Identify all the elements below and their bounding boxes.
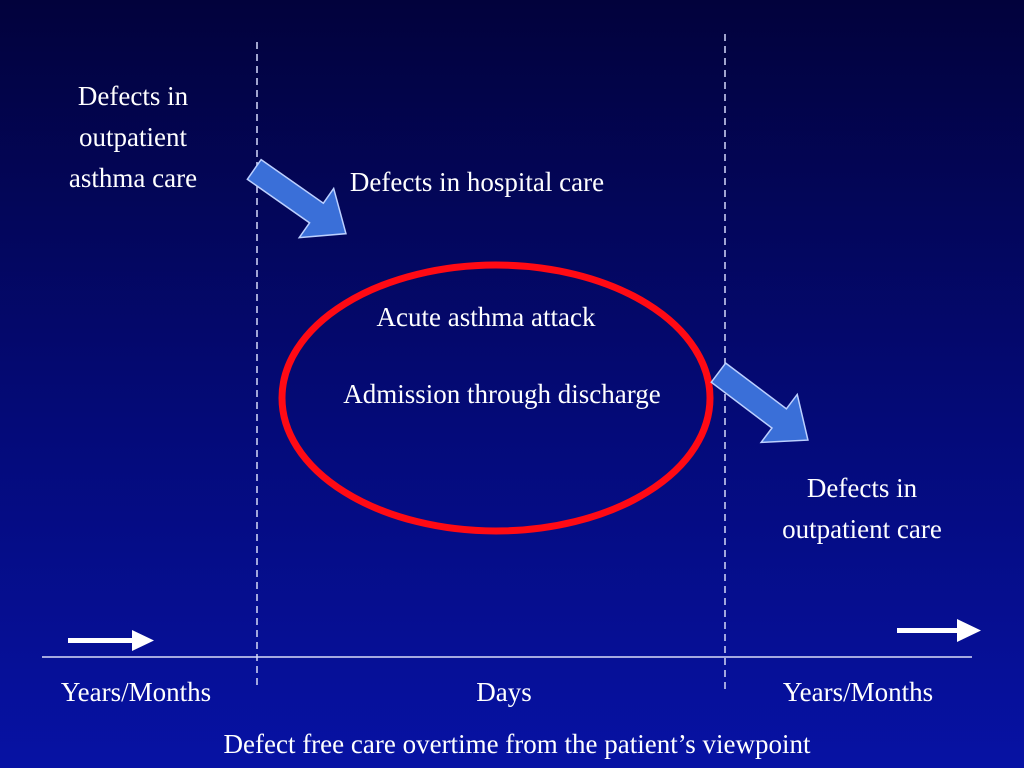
outpatient-asthma-care-defects-label: Defects in outpatient asthma care [68, 81, 198, 193]
time-direction-arrow-left [68, 630, 154, 651]
admission-through-discharge-label: Admission through discharge [343, 379, 661, 409]
timescale-days: Days [476, 677, 532, 707]
time-direction-arrow-right [897, 619, 981, 642]
hospital-care-defects-label: Defects in hospital care [349, 167, 605, 197]
acute-event-highlight-ellipse [278, 261, 714, 535]
acute-asthma-attack-label: Acute asthma attack [376, 302, 596, 332]
slide-caption: Defect free care overtime from the patie… [223, 729, 811, 759]
timescale-years-months-right: Years/Months [782, 677, 934, 707]
outpatient-care-defects-label: Defects in outpatient care [782, 473, 942, 544]
block-arrow-to-outpatient [710, 362, 809, 444]
timescale-years-months-left: Years/Months [60, 677, 212, 707]
block-arrow-to-hospital [246, 158, 347, 239]
